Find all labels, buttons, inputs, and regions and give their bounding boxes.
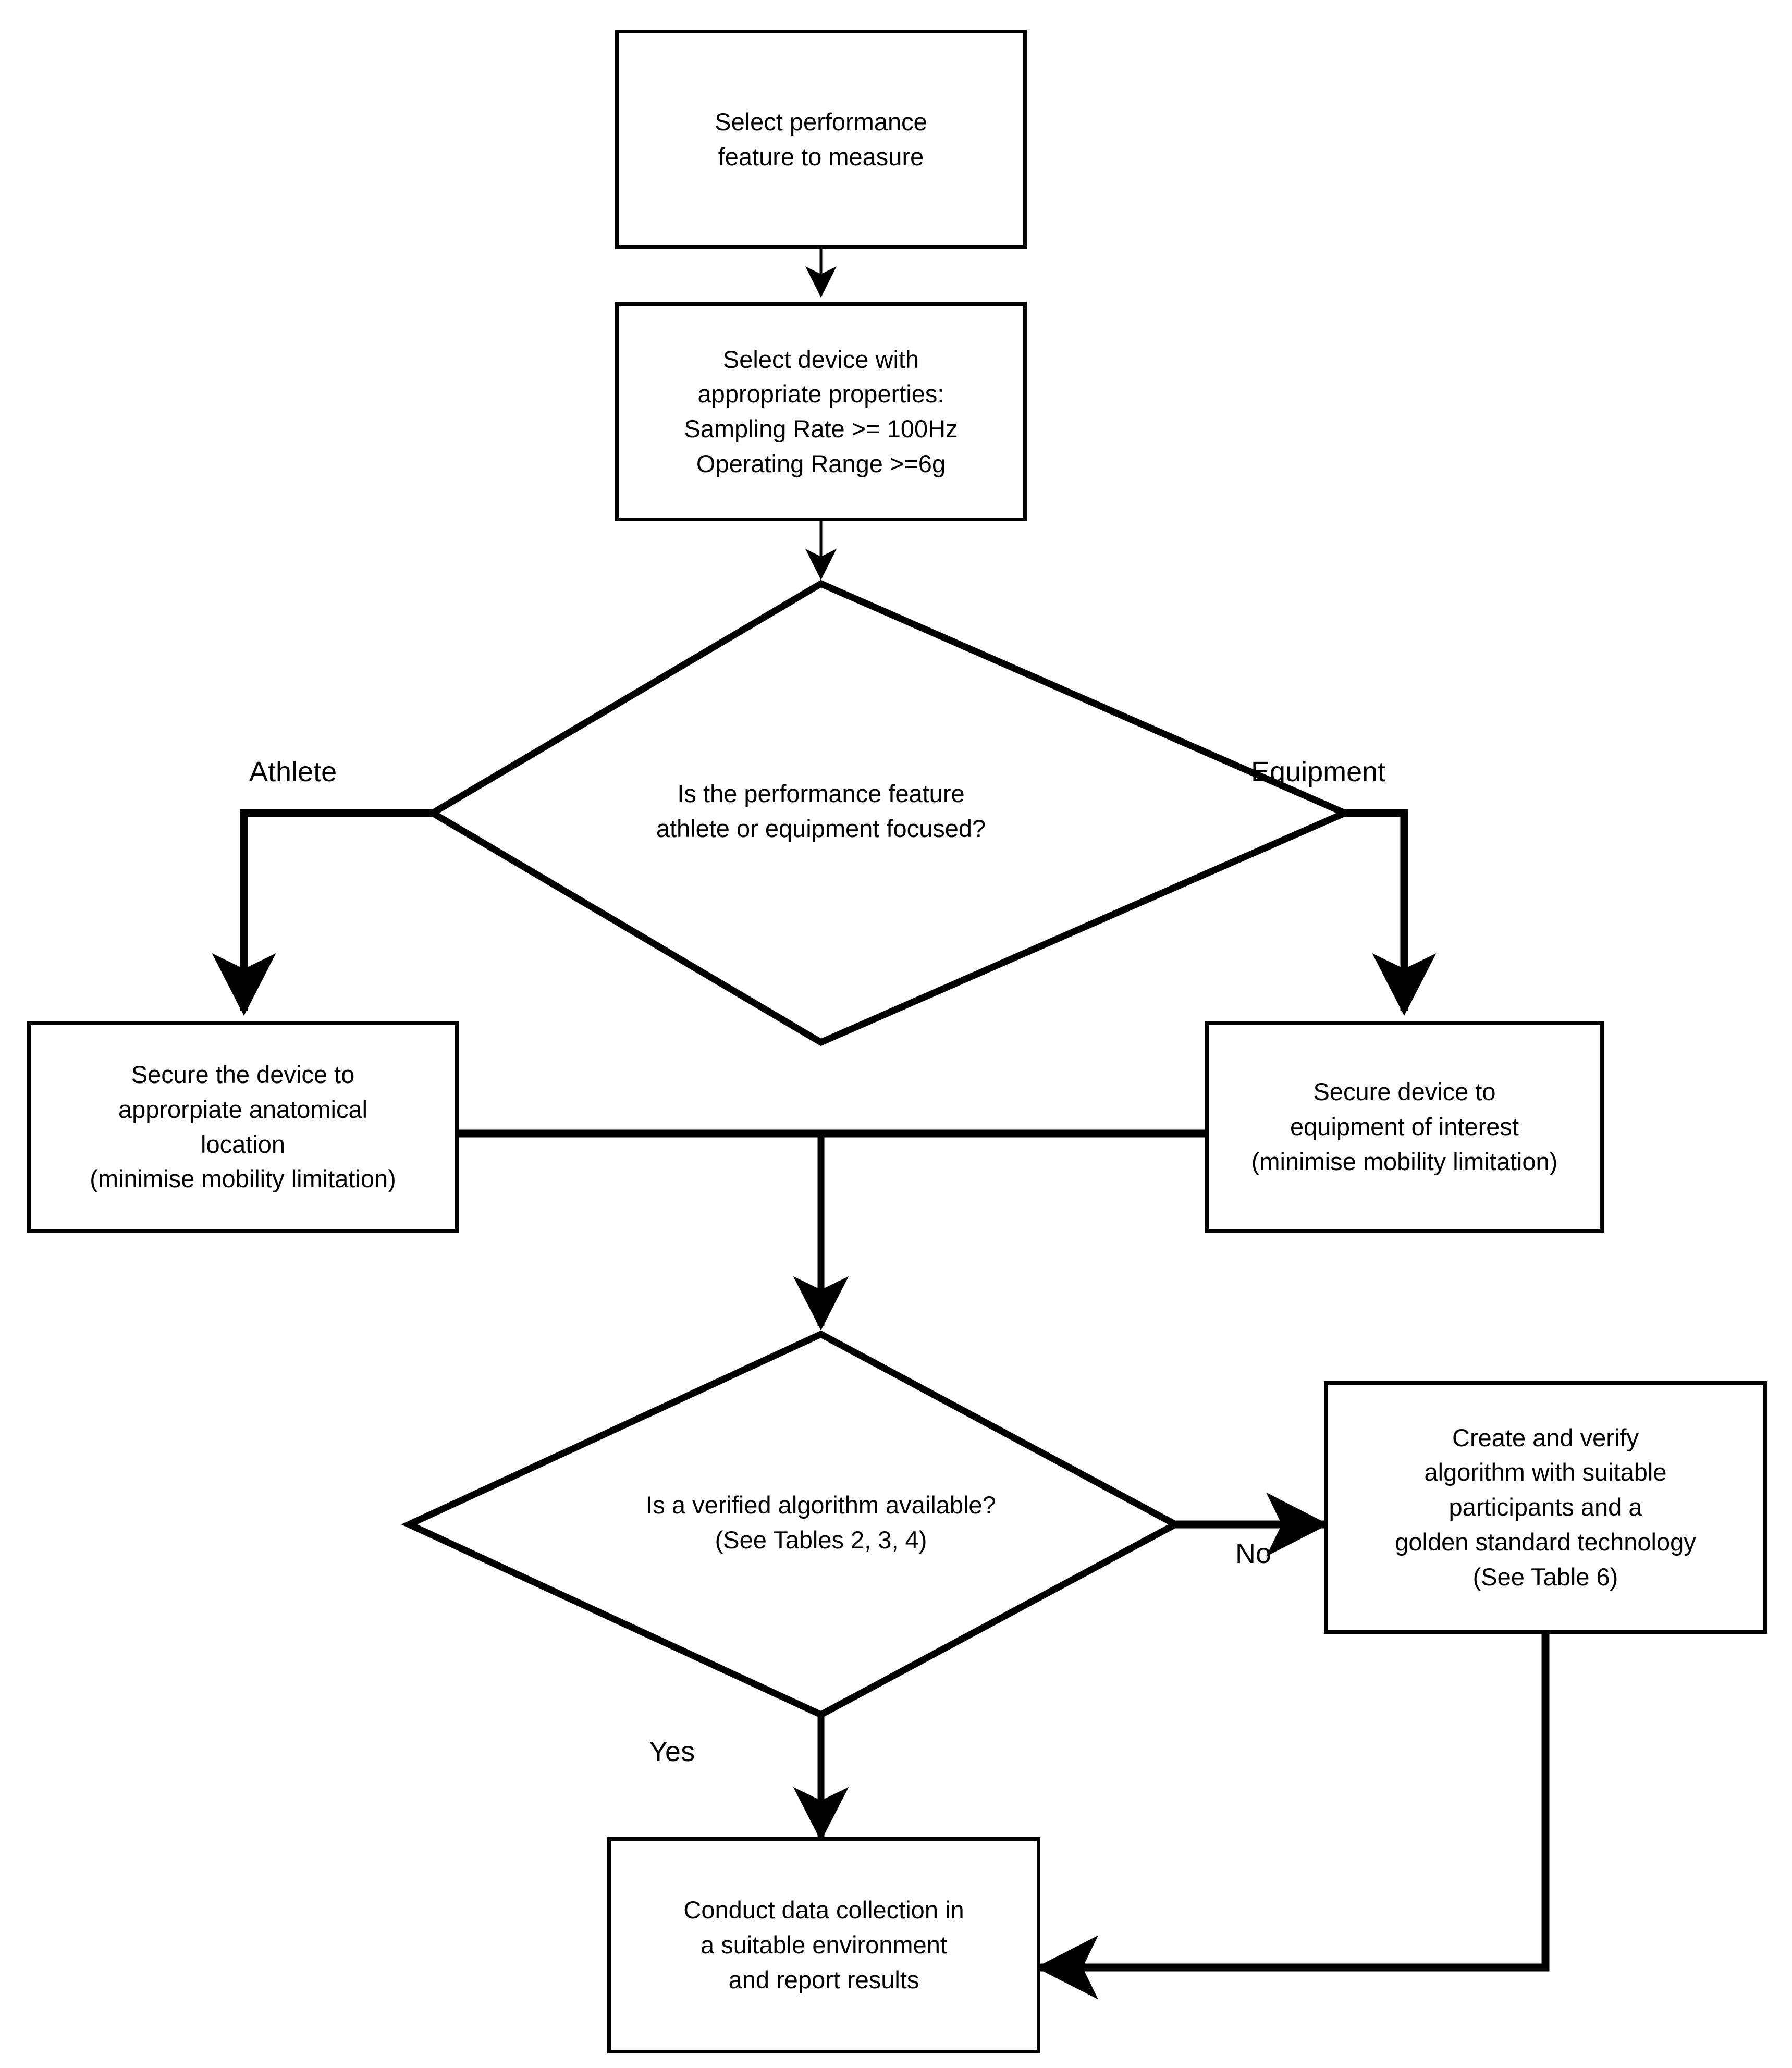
node-create-verify-algorithm[interactable]: Create and verify algorithm with suitabl… <box>1324 1381 1767 1634</box>
edge-n5-to-n6 <box>1036 1634 1550 2000</box>
edge-label-athlete: Athlete <box>249 756 337 787</box>
node-label: Secure device to equipment of interest (… <box>1251 1078 1558 1175</box>
node-label: Conduct data collection in a suitable en… <box>683 1896 964 1993</box>
node-select-device[interactable]: Select device with appropriate propertie… <box>615 302 1027 521</box>
edge-d1-athlete-to-n3 <box>212 809 433 1016</box>
node-select-performance-feature[interactable]: Select performance feature to measure <box>615 30 1027 249</box>
node-label: Select performance feature to measure <box>715 107 927 170</box>
node-label: Secure the device to approrpiate anatomi… <box>90 1061 396 1193</box>
edge-label-no: No <box>1235 1538 1272 1569</box>
node-label: Create and verify algorithm with suitabl… <box>1395 1423 1696 1591</box>
node-label: Select device with appropriate propertie… <box>684 345 958 477</box>
decision-shape-d2 <box>401 1330 1183 1719</box>
edge-d1-equipment-to-n4 <box>1345 809 1437 1016</box>
node-conduct-data-collection[interactable]: Conduct data collection in a suitable en… <box>607 1837 1040 2053</box>
edge-label-equipment: Equipment <box>1251 756 1386 787</box>
node-secure-device-equipment[interactable]: Secure device to equipment of interest (… <box>1205 1021 1604 1233</box>
decision-shape-d1 <box>426 580 1354 1047</box>
edge-label-yes: Yes <box>649 1736 695 1767</box>
node-secure-device-anatomical[interactable]: Secure the device to approrpiate anatomi… <box>27 1021 459 1233</box>
